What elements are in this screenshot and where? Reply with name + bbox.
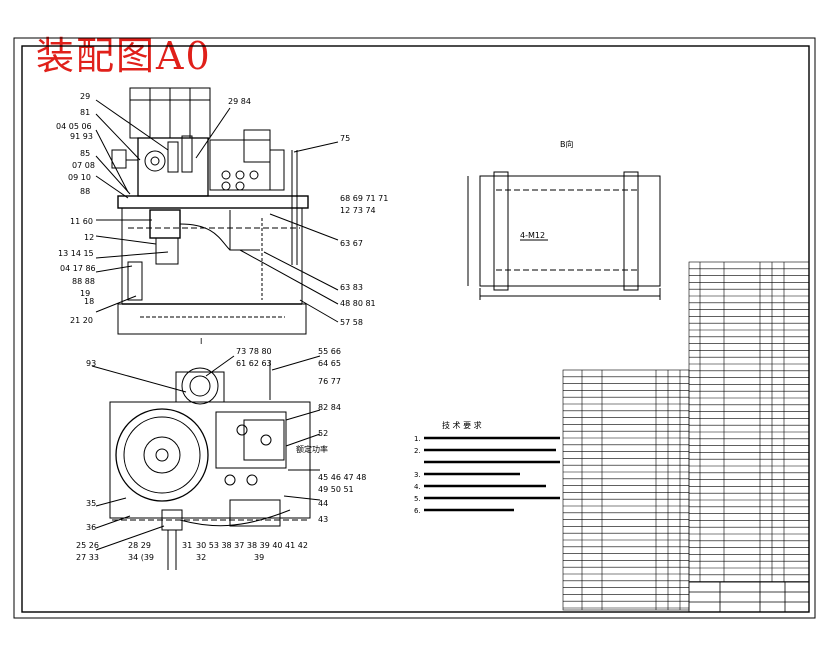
svg-text:39: 39 [254,553,264,562]
svg-text:85: 85 [80,149,90,158]
front-view [95,87,339,335]
svg-text:68 69 71 71: 68 69 71 71 [340,194,388,203]
side-view-labels: B向 4-M12 [520,139,574,240]
svg-text:09 10: 09 10 [68,173,91,182]
svg-text:55 66: 55 66 [318,347,341,356]
side-view-title: B向 [560,139,574,149]
svg-text:81: 81 [80,108,90,117]
top-view-label: I [200,337,202,346]
svg-text:63 83: 63 83 [340,283,363,292]
svg-text:29 84: 29 84 [228,97,251,106]
svg-text:21 20: 21 20 [70,316,93,325]
svg-text:64 65: 64 65 [318,359,341,368]
svg-text:44: 44 [318,499,328,508]
svg-text:82 84: 82 84 [318,403,341,412]
tech-req-2: 2. [414,447,421,455]
svg-text:63 67: 63 67 [340,239,363,248]
svg-text:13 14 15: 13 14 15 [58,249,94,258]
svg-text:31: 31 [182,541,192,550]
svg-text:18: 18 [84,297,94,306]
svg-text:49 50 51: 49 50 51 [318,485,354,494]
svg-text:88 88: 88 88 [72,277,95,286]
svg-text:04 05 06: 04 05 06 [56,122,92,131]
svg-text:额定功率: 额定功率 [296,444,328,454]
svg-text:91 93: 91 93 [70,132,93,141]
tech-req-4: 4. [414,483,421,491]
tech-requirements: 技 术 要 求 1. 2. 3. 4. 5. 6. [414,420,560,515]
svg-text:36: 36 [86,523,96,532]
tech-req-5: 5. [414,495,421,503]
svg-text:30 53 38 37 38 39 40 41 42: 30 53 38 37 38 39 40 41 42 [196,541,308,550]
svg-text:45 46 47 48: 45 46 47 48 [318,473,366,482]
svg-text:75: 75 [340,134,350,143]
frame-border [13,37,816,619]
svg-text:19: 19 [80,289,90,298]
side-view [467,171,661,300]
svg-text:32: 32 [196,553,206,562]
svg-text:35: 35 [86,499,96,508]
svg-text:27 33: 27 33 [76,553,99,562]
svg-text:04 17 86: 04 17 86 [60,264,96,273]
svg-text:25 26: 25 26 [76,541,99,550]
parts-list-left [562,369,690,611]
front-view-labels: 29 81 04 05 06 91 93 85 07 08 09 10 88 1… [56,92,388,346]
tech-req-6: 6. [414,507,421,515]
tech-req-heading: 技 术 要 求 [442,420,482,430]
svg-text:57 58: 57 58 [340,318,363,327]
parts-list-right [688,261,810,583]
svg-text:07 08: 07 08 [72,161,95,170]
svg-text:48 80 81: 48 80 81 [340,299,376,308]
svg-text:52: 52 [318,429,328,438]
tech-req-1: 1. [414,435,421,443]
svg-text:12: 12 [84,233,94,242]
svg-text:34 (39: 34 (39 [128,553,154,562]
top-view-labels: 93 73 78 80 61 62 63 55 66 64 65 76 77 8… [76,347,366,562]
svg-text:76 77: 76 77 [318,377,341,386]
tech-req-3: 3. [414,471,421,479]
svg-text:93: 93 [86,359,96,368]
title-block [688,581,810,613]
svg-text:73 78 80: 73 78 80 [236,347,272,356]
svg-text:29: 29 [80,92,90,101]
svg-text:88: 88 [80,187,90,196]
svg-text:28 29: 28 29 [128,541,151,550]
svg-text:12 73 74: 12 73 74 [340,206,376,215]
top-view [91,355,321,570]
svg-text:61 62 63: 61 62 63 [236,359,272,368]
drawing-title: 装配图A0 [36,34,212,78]
side-view-dim: 4-M12 [520,231,545,240]
svg-text:43: 43 [318,515,328,524]
svg-text:11 60: 11 60 [70,217,93,226]
